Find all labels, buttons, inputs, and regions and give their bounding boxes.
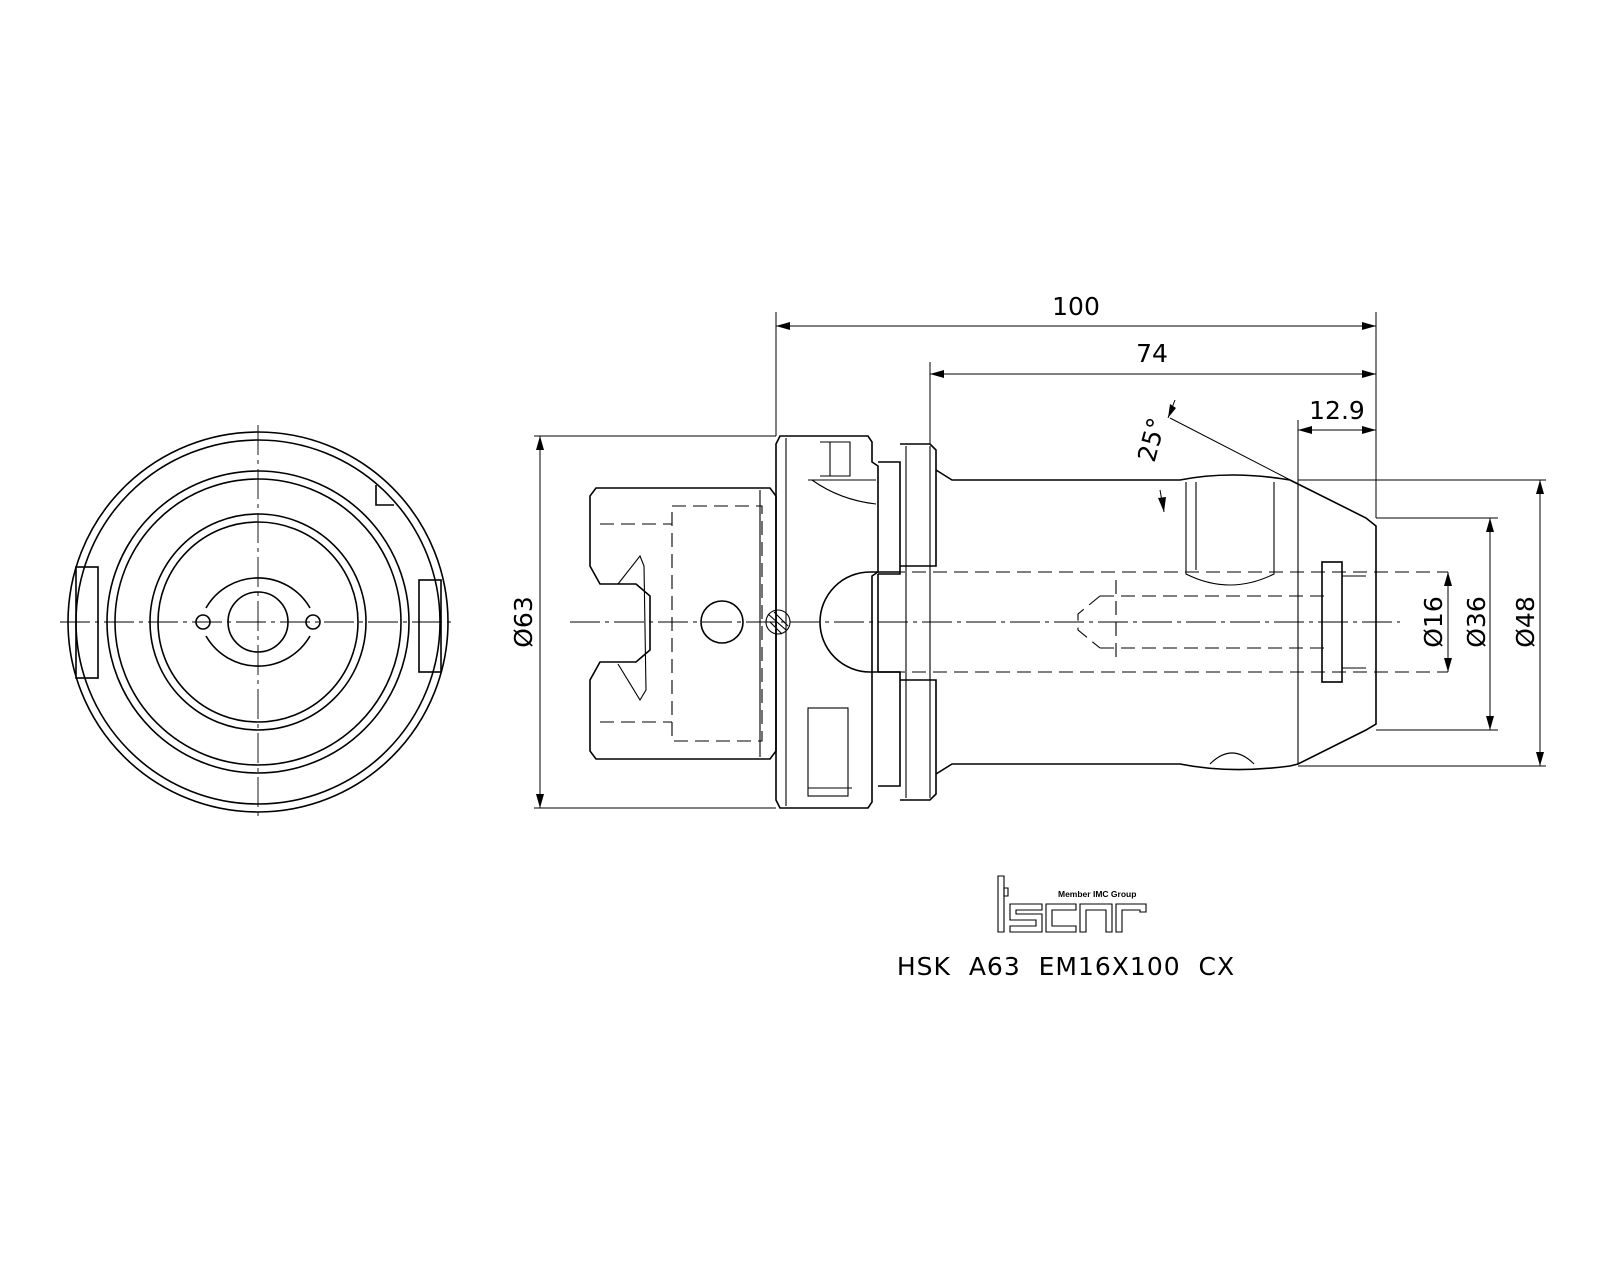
dim-flange-diameter: Ø63 [509, 596, 538, 648]
side-view [570, 435, 1448, 809]
dim-nose-length: 12.9 [1309, 396, 1365, 425]
product-code: HSK A63 EM16X100 CX [897, 952, 1235, 981]
dim-overall-length: 100 [1052, 292, 1100, 321]
dim-bore-diameter: Ø16 [1419, 596, 1448, 648]
iscar-logo: Member IMC Group [997, 875, 1147, 933]
end-view [60, 425, 455, 820]
dim-nose-diameter: Ø48 [1511, 596, 1540, 648]
dimensions: 100 74 12.9 25° Ø63 Ø16 [509, 292, 1546, 809]
dim-angle: 25° [1132, 415, 1171, 465]
dim-mid-diameter: Ø36 [1462, 596, 1491, 648]
logo-tagline: Member IMC Group [1058, 889, 1136, 899]
dim-body-length: 74 [1136, 339, 1168, 368]
